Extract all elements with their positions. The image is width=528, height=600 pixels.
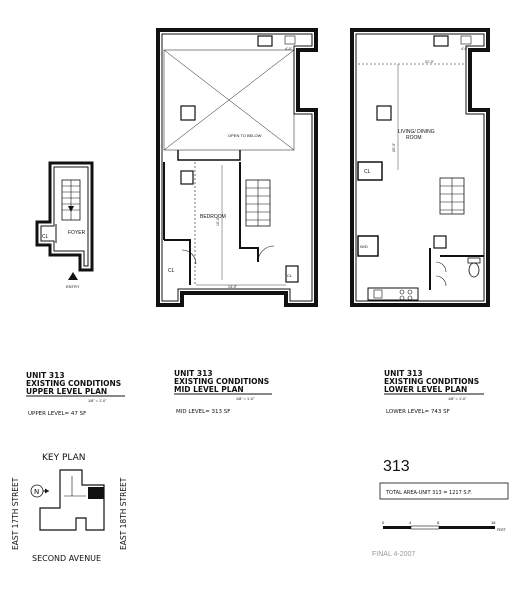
lower-dim-s-label: 4'-0" <box>461 47 469 51</box>
scale-unit: FEET <box>497 528 507 532</box>
lower-cl-label: CL <box>364 169 371 175</box>
mid-plan-title-block: UNIT 313 EXISTING CONDITIONS MID LEVEL P… <box>174 369 272 415</box>
lower-wd-label: W/D <box>360 244 368 249</box>
lower-dim-v-label: 20'-4" <box>392 142 396 152</box>
upper-unit-title: UNIT 313 <box>26 371 65 380</box>
mid-cl2-label: CL <box>287 273 293 278</box>
unit-number: 313 <box>383 458 410 475</box>
key-plan-title: KEY PLAN <box>42 453 85 463</box>
mid-bedroom-label: BEDROOM <box>200 214 226 220</box>
scale-tick-16: 16 <box>491 520 496 525</box>
street-right-label: EAST 18TH STREET <box>119 477 128 550</box>
mid-dim-label: 13'-0" <box>228 285 238 289</box>
mid-level-plan <box>156 28 318 307</box>
lower-plan-title-block: UNIT 313 EXISTING CONDITIONS LOWER LEVEL… <box>384 369 484 415</box>
mid-title-line2: MID LEVEL PLAN <box>174 385 244 394</box>
upper-scale: 1/8" = 1'-0" <box>88 399 107 403</box>
scale-tick-4: 4 <box>409 520 412 525</box>
mid-title-line1: EXISTING CONDITIONS <box>174 377 269 386</box>
lower-title-line2: LOWER LEVEL PLAN <box>384 385 467 394</box>
avenue-label: SECOND AVENUE <box>32 554 101 563</box>
lower-title-line1: EXISTING CONDITIONS <box>384 377 479 386</box>
total-area-label: TOTAL AREA-UNIT 313 = 1217 S.F. <box>385 490 472 496</box>
mid-open-below-label: OPEN TO BELOW <box>228 133 262 138</box>
total-area-box <box>379 482 509 500</box>
building-outline <box>39 469 105 531</box>
mid-dim-v-label: 10'-4" <box>216 216 220 226</box>
lower-level-plan <box>350 28 490 307</box>
scale-bar: 0 4 8 16 FEET <box>382 520 507 532</box>
upper-area: UPPER LEVEL= 47 SF <box>28 411 86 417</box>
scale-tick-8: 8 <box>437 520 440 525</box>
lower-scale: 1/8" = 1'-0" <box>448 397 467 401</box>
final-stamp: FINAL 4-2007 <box>372 551 415 558</box>
mid-area: MID LEVEL= 313 SF <box>176 409 230 415</box>
unit-location-marker <box>88 487 104 499</box>
upper-title-line1: EXISTING CONDITIONS <box>26 379 121 388</box>
lower-unit-title: UNIT 313 <box>384 369 423 378</box>
lower-dim-label: 21'-0" <box>425 60 435 64</box>
lower-area: LOWER LEVEL= 743 SF <box>386 409 450 415</box>
north-label: N <box>34 488 39 496</box>
scale-tick-0: 0 <box>382 520 385 525</box>
lower-living-label: LIVING/ DINING <box>398 129 435 135</box>
mid-cl-label: CL <box>168 268 175 274</box>
upper-plan-title-block: UNIT 313 EXISTING CONDITIONS UPPER LEVEL… <box>26 371 125 417</box>
mid-dim-s-label: 4'-0" <box>285 47 293 51</box>
upper-title-line2: UPPER LEVEL PLAN <box>26 387 107 396</box>
key-plan: KEY PLAN EAST 17TH STREET EAST 18TH STRE… <box>11 453 128 563</box>
street-left-label: EAST 17TH STREET <box>11 477 20 550</box>
mid-scale: 1/8" = 1'-0" <box>236 397 255 401</box>
mid-unit-title: UNIT 313 <box>174 369 213 378</box>
lower-room-label: ROOM <box>406 135 422 141</box>
upper-entry-label: ENTRY <box>66 284 80 289</box>
upper-foyer-label: FOYER <box>68 230 86 236</box>
upper-level-plan <box>35 161 94 280</box>
upper-cl-label: CL <box>42 234 49 240</box>
